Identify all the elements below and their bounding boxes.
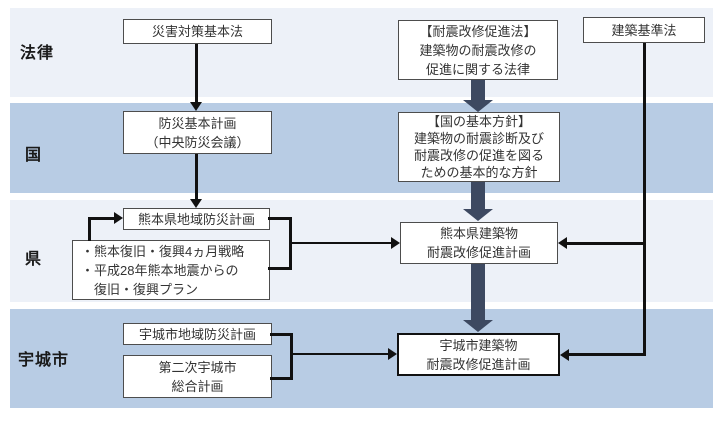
- bracket-pref-vertical: [289, 217, 292, 270]
- bracket-city-bottom: [270, 377, 293, 380]
- arrowhead-right-icon: [114, 212, 123, 224]
- arrow-city-to-seismic-plan: [292, 353, 389, 355]
- line-building-standards-vertical: [643, 43, 646, 356]
- row-label-city: 宇城市: [18, 352, 70, 369]
- line-building-standards-to-kumamoto: [565, 242, 646, 245]
- thick-arrow-pref-to-city-stem: [471, 264, 485, 321]
- box-disaster-basic-act: 災害対策基本法: [123, 19, 272, 44]
- thick-arrowhead-down-icon: [463, 320, 493, 332]
- band-nation: [10, 103, 713, 193]
- row-label-prefecture: 県: [25, 251, 43, 268]
- row-label-law: 法律: [20, 45, 55, 62]
- box-kumamoto-regional-disaster-plan: 熊本県地域防災計画: [123, 208, 270, 230]
- box-uki-seismic-retrofit-plan: 宇城市建築物 耐震改修促進計画: [397, 333, 560, 376]
- box-kumamoto-recovery-plans: ・熊本復旧・復興4ヵ月戦略 ・平成28年熊本地震からの 復旧・復興プラン: [72, 240, 270, 300]
- box-kumamoto-seismic-retrofit-plan: 熊本県建築物 耐震改修促進計画: [400, 222, 558, 264]
- arrow-recovery-to-regional-horizontal: [88, 217, 115, 220]
- row-label-nation: 国: [25, 147, 43, 164]
- line-building-standards-to-uki: [567, 353, 646, 356]
- band-city: [10, 309, 713, 408]
- arrow-pref-to-seismic-plan: [291, 242, 392, 244]
- arrowhead-right-icon: [388, 348, 397, 360]
- arrowhead-down-icon: [190, 199, 202, 208]
- arrow-disaster-act-to-plan: [195, 44, 198, 103]
- bracket-city-top: [270, 333, 293, 336]
- box-building-standards-act: 建築基準法: [583, 17, 705, 43]
- box-seismic-retrofit-act: 【耐震改修促進法】 建築物の耐震改修の 促進に関する法律: [398, 20, 558, 80]
- thick-arrowhead-down-icon: [463, 209, 493, 221]
- arrowhead-right-icon: [391, 237, 400, 249]
- box-national-basic-policy: 【国の基本方針】 建築物の耐震診断及び 耐震改修の促進を図る ための基本的な方針: [398, 112, 560, 182]
- box-basic-disaster-plan: 防災基本計画 （中央防災会議）: [123, 111, 272, 154]
- arrowhead-left-icon: [560, 349, 569, 361]
- arrow-recovery-to-regional-vertical: [88, 218, 91, 241]
- arrow-plan-to-kumamoto-regional: [195, 154, 198, 199]
- thick-arrow-act-to-policy-stem: [471, 80, 485, 101]
- bracket-pref-top: [268, 217, 292, 220]
- arrowhead-left-icon: [558, 237, 567, 249]
- bracket-city-vertical: [290, 333, 293, 380]
- thick-arrow-policy-to-pref-stem: [471, 182, 485, 210]
- box-uki-regional-disaster-plan: 宇城市地域防災計画: [123, 323, 272, 345]
- box-uki-comprehensive-plan: 第二次宇城市 総合計画: [123, 355, 272, 398]
- arrowhead-down-icon: [190, 102, 202, 111]
- bracket-pref-bottom: [268, 267, 292, 270]
- thick-arrowhead-down-icon: [463, 100, 493, 112]
